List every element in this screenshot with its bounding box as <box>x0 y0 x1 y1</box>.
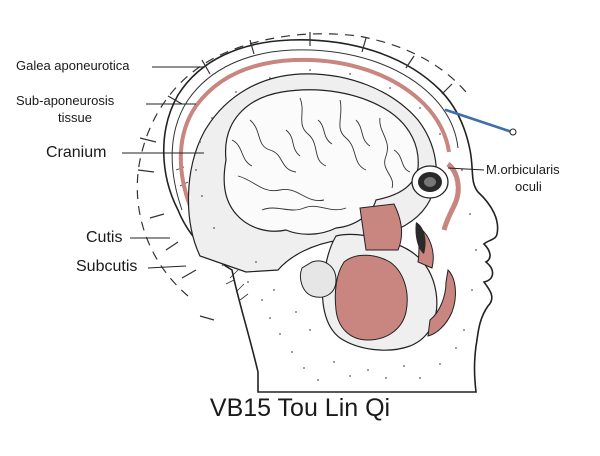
acupuncture-needle <box>444 108 514 134</box>
label-oculi: oculi <box>515 179 542 194</box>
leader-subcutis <box>147 265 187 269</box>
leader-orbicularis <box>447 167 485 171</box>
brain-gyri <box>231 97 411 211</box>
label-cutis: Cutis <box>86 229 123 246</box>
galea-aponeurotica-layer <box>178 57 451 207</box>
scalp-dashed-outline <box>136 33 467 297</box>
nasal-cavity <box>415 222 426 254</box>
tissue-stipple <box>195 69 477 381</box>
label-sub-aponeurosis-tissue: tissue <box>58 110 92 125</box>
cutis-layer <box>171 49 459 211</box>
brain <box>223 89 419 235</box>
orbicularis-oculi-muscle <box>441 162 461 231</box>
label-subcutis: Subcutis <box>76 258 138 275</box>
needle-handle <box>509 128 517 136</box>
temporal-muscle <box>359 203 402 251</box>
label-galea-aponeurotica: Galea aponeurotica <box>16 58 130 73</box>
diagram-caption: VB15 Tou Lin Qi <box>209 394 391 422</box>
label-m-orbicularis: M.orbicularis <box>486 162 560 177</box>
masseter-muscle <box>334 254 408 341</box>
eye-orbit <box>411 165 449 199</box>
cervical-vertebra <box>299 260 337 298</box>
leader-lines <box>122 66 485 269</box>
label-cranium: Cranium <box>46 144 107 161</box>
label-sub-aponeurosis: Sub-aponeurosis <box>16 93 115 108</box>
dash-ticks <box>137 32 453 321</box>
oral-muscle <box>427 268 456 337</box>
